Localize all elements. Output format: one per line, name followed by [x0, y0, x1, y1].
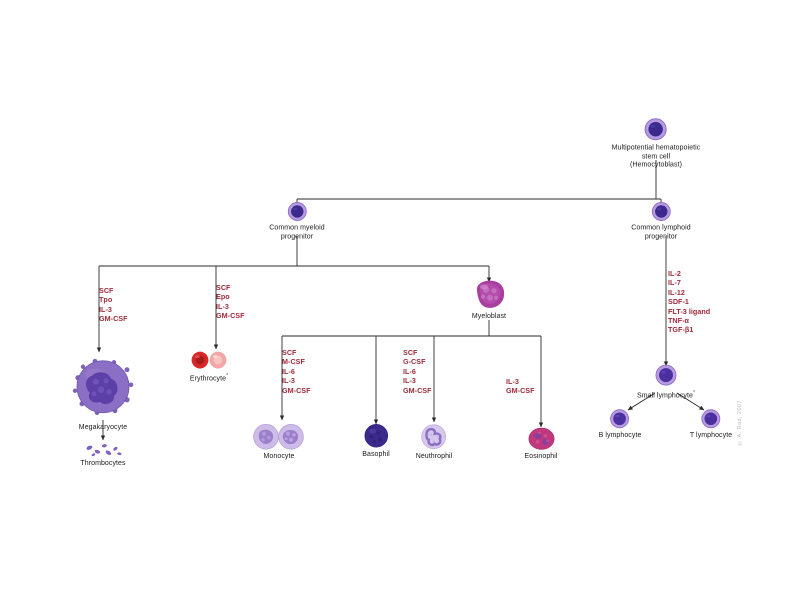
b-lymphocyte-icon [610, 409, 630, 429]
myeloblast-label: Myeloblast [471, 312, 507, 320]
node-small-lymphocyte[interactable]: Small lymphocyte* [637, 363, 695, 401]
small-lymphocyte-label: Small lymphocyte* [637, 389, 695, 401]
megakaryocyte-label: Megakaryocyte [78, 423, 128, 431]
eosinophil-icon [528, 427, 554, 450]
edge-to-b-lymphocyte [627, 392, 656, 411]
eosinophil-label: Eosinophil [524, 452, 558, 460]
erythrocyte-label-superscript: * [226, 373, 229, 380]
node-erythrocyte[interactable]: Erythrocyte* [189, 350, 229, 384]
stem-cell-icon [644, 118, 667, 141]
erythrocyte-label: Erythrocyte* [190, 372, 228, 384]
erythrocyte-label-text: Erythrocyte [189, 375, 227, 383]
thrombocytes-icon [86, 444, 122, 457]
cytokines-monocyte-branch: SCF M-CSF IL-6 IL-3 GM-CSF [282, 348, 311, 395]
monocyte-label: Monocyte [263, 452, 295, 460]
stem-cell-label: Multipotential hematopoietic stem cell (… [611, 144, 701, 169]
node-megakaryocyte[interactable]: Megakaryocyte [69, 356, 137, 433]
node-thrombocytes[interactable]: Thrombocytes [80, 442, 126, 469]
node-neutrophil[interactable]: Neuthrophil [416, 423, 453, 462]
common-lymphoid-progenitor-label: Common lymphoid progenitor [631, 224, 691, 241]
neutrophil-label: Neuthrophil [415, 452, 453, 460]
node-stem-cell[interactable]: Multipotential hematopoietic stem cell (… [612, 116, 701, 170]
common-myeloid-progenitor-label: Common myeloid progenitor [269, 224, 325, 241]
cytokines-erythrocyte-branch: SCF Epo IL-3 GM-CSF [216, 283, 245, 321]
small-lymphocyte-icon [655, 364, 677, 386]
monocyte-icon [253, 424, 304, 450]
cytokines-neutrophil-branch: SCF G-CSF IL-6 IL-3 GM-CSF [403, 348, 432, 395]
node-b-lymphocyte[interactable]: B lymphocyte [599, 408, 642, 441]
cytokines-eosinophil-branch: IL-3 GM-CSF [506, 377, 535, 396]
edge-to-t-lymphocyte [676, 392, 705, 411]
common-myeloid-progenitor-icon [287, 202, 307, 221]
cytokines-lymphoid-branch: IL-2 IL-7 IL-12 SDF-1 FLT-3 ligand TNF-α… [668, 269, 711, 335]
node-t-lymphocyte[interactable]: T lymphocyte [690, 408, 732, 441]
t-lymphocyte-label: T lymphocyte [689, 431, 733, 439]
megakaryocyte-icon [72, 358, 134, 416]
copyright-notice: © A. Rad, 2007 [737, 400, 743, 446]
node-monocyte[interactable]: Monocyte [252, 423, 306, 462]
node-common-myeloid-progenitor[interactable]: Common myeloid progenitor [269, 201, 325, 242]
t-lymphocyte-icon [701, 409, 721, 429]
node-eosinophil[interactable]: Eosinophil [525, 427, 558, 462]
node-basophil[interactable]: Basophil [362, 423, 390, 460]
small-lymphocyte-label-superscript: * [692, 390, 696, 397]
myeloblast-icon [476, 280, 505, 308]
node-common-lymphoid-progenitor[interactable]: Common lymphoid progenitor [631, 201, 691, 242]
neutrophil-icon [421, 424, 447, 450]
basophil-icon [364, 424, 388, 448]
small-lymphocyte-label-text: Small lymphocyte [636, 392, 693, 400]
node-myeloblast[interactable]: Myeloblast [471, 279, 507, 322]
b-lymphocyte-label: B lymphocyte [598, 431, 642, 439]
basophil-label: Basophil [362, 450, 390, 458]
common-lymphoid-progenitor-icon [651, 202, 671, 221]
thrombocytes-label: Thrombocytes [80, 459, 126, 467]
erythrocyte-icon [191, 351, 227, 369]
cytokines-megakaryocyte-branch: SCF Tpo IL-3 GM-CSF [99, 286, 128, 324]
